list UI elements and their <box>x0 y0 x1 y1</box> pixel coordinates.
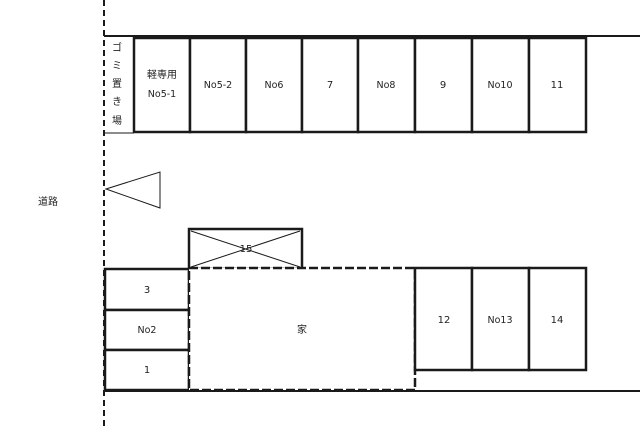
stall-label: 3 <box>144 285 150 296</box>
parking-stall <box>103 348 191 392</box>
cross-line <box>190 230 301 268</box>
stall-label: No5-2 <box>204 80 232 91</box>
garbage-label-char: 場 <box>112 114 122 127</box>
house: 家 <box>187 266 417 392</box>
parking-stall <box>527 266 588 372</box>
parking-stall <box>188 36 248 134</box>
stall-label: 14 <box>551 315 564 326</box>
crossed-out-space: 15 <box>187 227 304 271</box>
stall-label: 15 <box>240 244 253 255</box>
garbage-label-char: 置 <box>112 78 122 90</box>
stall-label: 7 <box>327 80 333 91</box>
stall-label: No8 <box>377 80 396 91</box>
garbage-label-char: ゴ <box>112 41 122 54</box>
stall-label: No5-1 <box>148 89 176 100</box>
parking-stall <box>244 36 304 134</box>
stall-label: No2 <box>138 325 157 336</box>
road-label: 道路 <box>38 195 58 208</box>
garbage-label-char: ミ <box>112 61 122 72</box>
stall-label: 12 <box>438 315 451 326</box>
entrance-arrow-icon <box>104 171 161 209</box>
parking-stall <box>132 36 192 134</box>
left-parking-column: 3 No2 1 <box>103 267 191 392</box>
stall-label: No6 <box>265 80 284 91</box>
parking-stall <box>413 266 474 372</box>
stall-label: No13 <box>487 315 512 326</box>
parking-stall <box>103 308 191 352</box>
garbage-area-label: ゴ ミ 置 き 場 <box>112 41 122 127</box>
parking-stall <box>300 36 360 134</box>
house-label: 家 <box>297 323 307 336</box>
parking-stall <box>527 36 588 134</box>
top-parking-row: 軽専用 No5-1 No5-2 No6 7 No8 9 No10 11 <box>132 36 588 134</box>
house-outline <box>187 266 417 392</box>
right-parking-row: 12 No13 14 <box>413 266 588 372</box>
garbage-label-char: き <box>112 96 122 108</box>
stall-label: 1 <box>144 365 150 376</box>
stall-label: 9 <box>440 80 446 91</box>
stall-label: 軽専用 <box>147 69 177 81</box>
stall-label: No10 <box>487 80 512 91</box>
stall-label: 11 <box>551 80 564 91</box>
